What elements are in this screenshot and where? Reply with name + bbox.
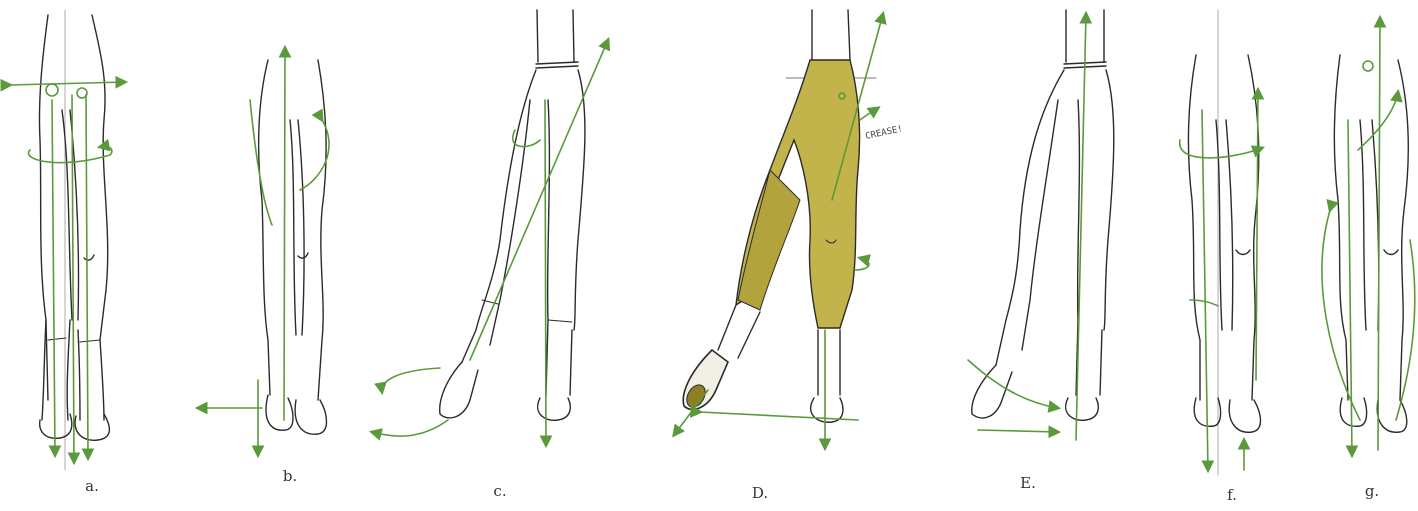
caption-f: f. — [1227, 486, 1237, 504]
figure-f — [1180, 10, 1262, 475]
crease-annotation: CREASE! — [865, 124, 904, 142]
figure-e — [968, 10, 1114, 440]
figure-d — [674, 10, 883, 448]
caption-e: E. — [1020, 474, 1036, 492]
figure-a — [10, 10, 125, 470]
figure-c — [372, 10, 608, 445]
caption-g: g. — [1365, 482, 1379, 500]
figure-g — [1322, 18, 1415, 455]
caption-a: a. — [85, 477, 99, 495]
caption-b: b. — [283, 467, 297, 485]
caption-c: c. — [493, 482, 506, 500]
figure-b — [198, 48, 329, 455]
caption-d: D. — [752, 484, 768, 502]
